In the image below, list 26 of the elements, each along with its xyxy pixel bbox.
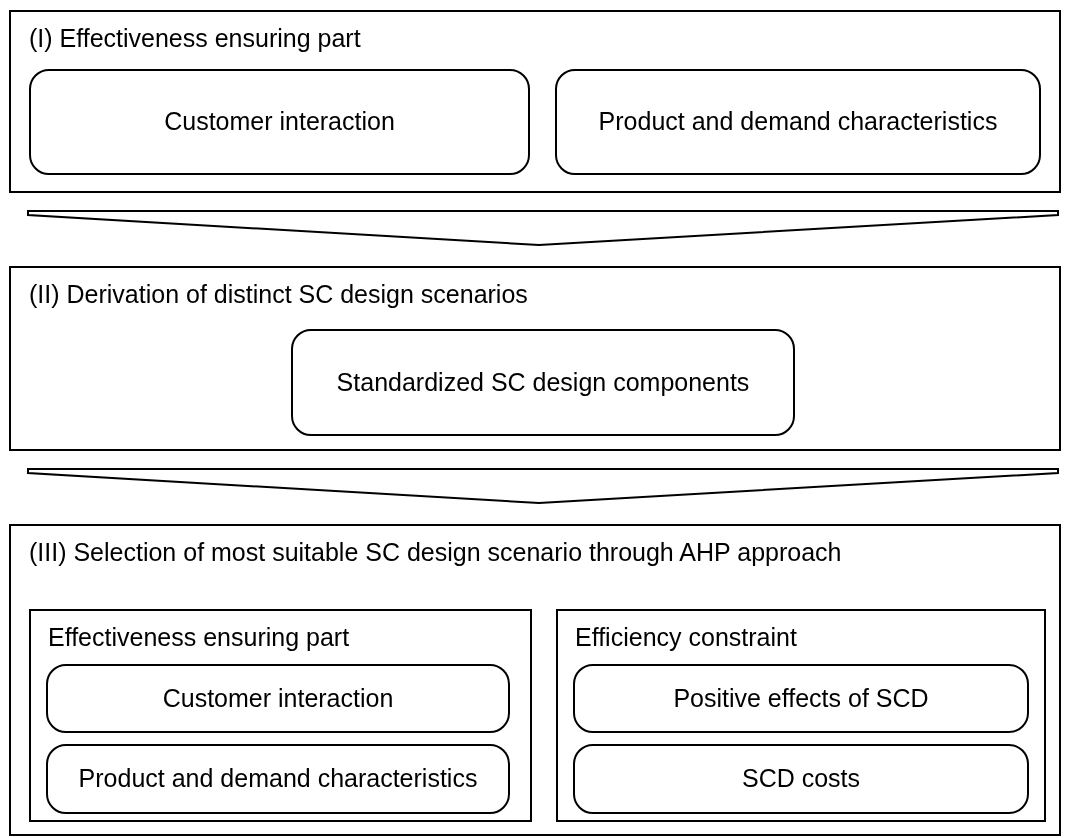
panel-heading: Efficiency constraint (575, 622, 797, 653)
box-label: Customer interaction (163, 106, 396, 138)
panel-heading: (I) Effectiveness ensuring part (29, 23, 361, 54)
section-panel (9, 524, 1061, 836)
box-label: Product and demand characteristics (597, 106, 999, 138)
group-panel (29, 609, 532, 822)
chevron-arrow (27, 468, 1059, 504)
box-label: Customer interaction (161, 682, 395, 714)
box-label: Standardized SC design components (335, 366, 751, 398)
box-label: SCD costs (740, 763, 862, 795)
rounded-box (291, 329, 795, 436)
panel-heading: Effectiveness ensuring part (48, 622, 350, 653)
chevron-arrow (27, 210, 1059, 246)
section-panel (9, 266, 1061, 451)
rounded-box (29, 69, 530, 175)
box-label: Product and demand characteristics (77, 763, 479, 795)
rounded-box (573, 664, 1029, 733)
rounded-box (46, 744, 510, 814)
panel-heading: (III) Selection of most suitable SC design scenario through AHP approach (29, 537, 842, 568)
section-panel (9, 10, 1061, 193)
rounded-box (555, 69, 1041, 175)
rounded-box (573, 744, 1029, 814)
box-label: Positive effects of SCD (672, 682, 930, 714)
panel-heading: (II) Derivation of distinct SC design scenarios (29, 279, 528, 310)
group-panel (556, 609, 1046, 822)
rounded-box (46, 664, 510, 733)
